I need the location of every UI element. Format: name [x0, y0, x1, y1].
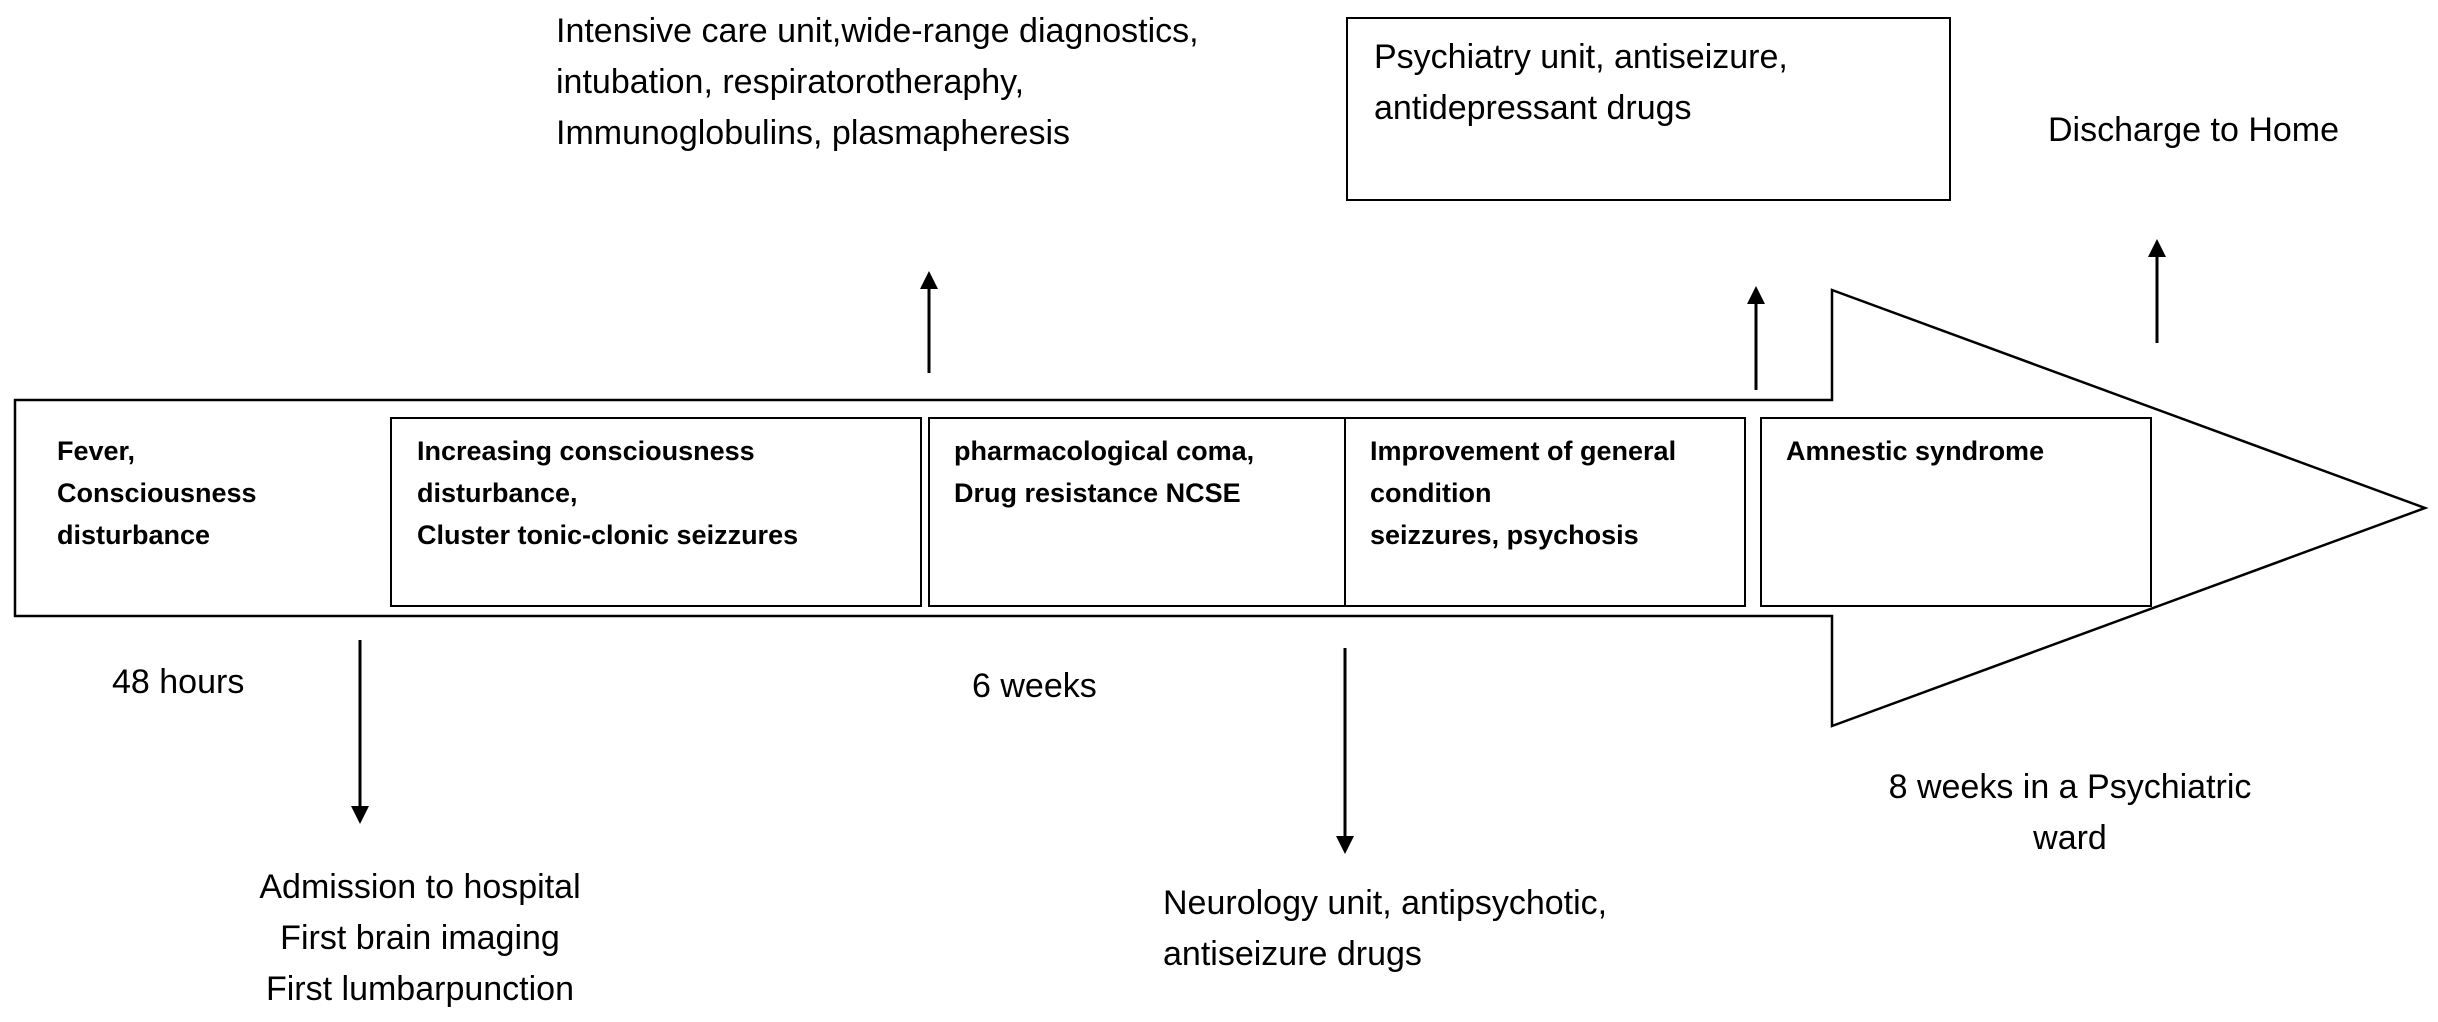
stage-box-4	[1344, 417, 1746, 607]
icu-text: Intensive care unit,wide-range diagnosti…	[556, 12, 1199, 152]
duration-48-hours: 48 hours	[112, 663, 245, 701]
admission-text: Admission to hospital First brain imagin…	[259, 868, 581, 1008]
stage-5-text: Amnestic syndrome	[1786, 436, 2045, 466]
stage-box-2	[390, 417, 922, 607]
stage-2-text: Increasing consciousness disturbance, Cl…	[417, 436, 799, 550]
stage-4-text: Improvement of general condition seizzur…	[1370, 436, 1677, 550]
duration-6-weeks: 6 weeks	[972, 667, 1097, 705]
psychiatry-text: Psychiatry unit, antiseizure, antidepres…	[1374, 38, 1788, 127]
stage-3-text: pharmacological coma, Drug resistance NC…	[954, 436, 1255, 508]
psychiatry-box	[1346, 17, 1951, 201]
stage-box-5	[1760, 417, 2152, 607]
duration-8-weeks: 8 weeks in a Psychiatric ward	[1888, 768, 2252, 857]
stage-1-text: Fever, Consciousness disturbance	[57, 436, 257, 550]
discharge-text: Discharge to Home	[2048, 111, 2340, 149]
stage-box-3	[928, 417, 1346, 607]
neurology-text: Neurology unit, antipsychotic, antiseizu…	[1163, 884, 1608, 973]
